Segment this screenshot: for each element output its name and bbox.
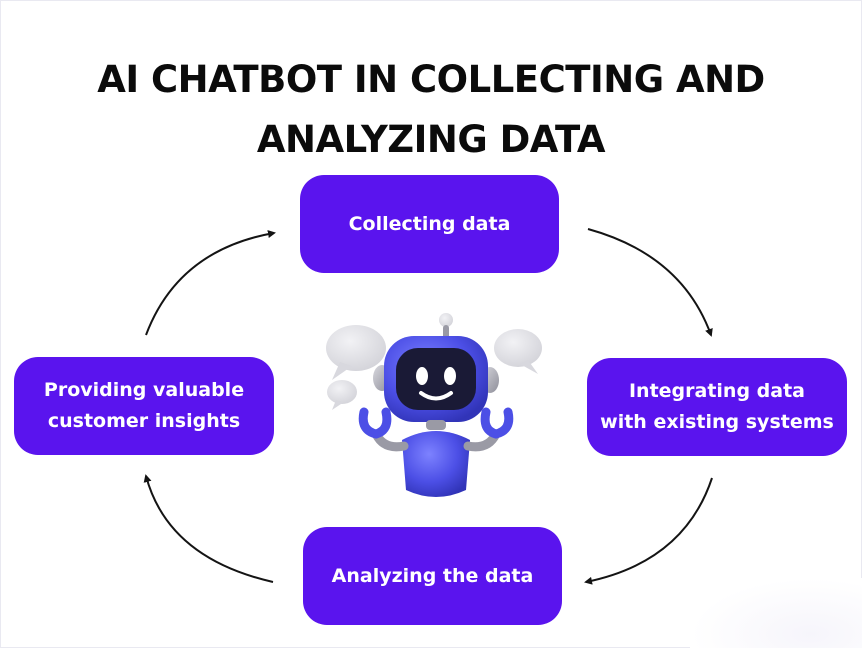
speech-bubble-left-icon [326, 325, 386, 380]
step-integrating-data-line-2: with existing systems [600, 411, 834, 433]
step-providing-insights-line-1: Providing valuable [43, 379, 245, 401]
step-integrating-data: Integrating data with existing systems [587, 358, 847, 456]
step-analyzing-data-label: Analyzing the data [331, 564, 534, 587]
step-collecting-data: Collecting data [300, 175, 559, 273]
chatbot-robot-icon [326, 313, 542, 497]
corner-glow [690, 578, 862, 648]
arrow-top-to-right [587, 228, 713, 337]
step-integrating-data-line-1: Integrating data [628, 380, 805, 402]
speech-bubble-small-icon [327, 380, 357, 410]
arrow-left-to-top [145, 230, 276, 336]
step-providing-insights-line-2: customer insights [47, 410, 241, 432]
title-line-1: AI CHATBOT IN COLLECTING AND [97, 58, 765, 101]
step-analyzing-data: Analyzing the data [303, 527, 562, 625]
step-collecting-data-label: Collecting data [348, 212, 511, 235]
title-line-2: ANALYZING DATA [256, 118, 606, 161]
diagram-title: AI CHATBOT IN COLLECTING AND ANALYZING D… [0, 50, 862, 170]
speech-bubble-right-icon [494, 329, 542, 374]
arrow-bottom-to-left [143, 474, 274, 583]
arrow-right-to-bottom [584, 477, 713, 585]
step-providing-insights: Providing valuable customer insights [14, 357, 274, 455]
